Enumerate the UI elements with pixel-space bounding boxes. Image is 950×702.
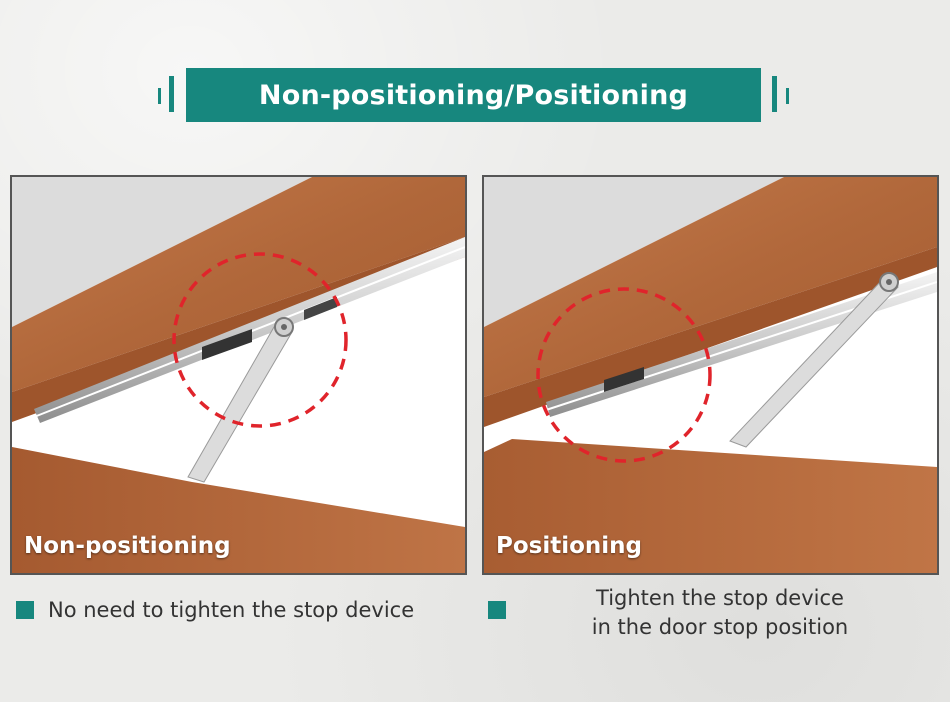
page-title: Non-positioning/Positioning — [258, 79, 689, 111]
title-banner: Non-positioning/Positioning — [186, 68, 761, 122]
panel-label-positioning: Positioning — [496, 533, 643, 559]
positioning-illustration — [484, 177, 937, 573]
arm-pivot-center — [281, 324, 287, 330]
panel-non-positioning: Non-positioning — [10, 175, 467, 575]
arm-pivot-center — [886, 279, 892, 285]
title-tick-right-tall — [772, 76, 777, 112]
title-tick-left-tall — [169, 76, 174, 112]
caption-bullet-left — [16, 601, 34, 619]
caption-positioning: Tighten the stop device in the door stop… — [560, 584, 880, 642]
caption-positioning-line-1: Tighten the stop device — [596, 586, 844, 610]
caption-positioning-line-2: in the door stop position — [591, 615, 849, 639]
door-leaf — [12, 447, 465, 573]
caption-bullet-right — [488, 601, 506, 619]
title-tick-right-short — [786, 88, 789, 104]
slider-block — [202, 329, 252, 360]
highlight-circle — [172, 252, 348, 428]
slider-block-right — [304, 297, 337, 320]
highlight-circle — [536, 287, 712, 463]
slider-block — [604, 367, 644, 392]
caption-non-positioning: No need to tighten the stop device — [48, 598, 415, 622]
panel-label-non-positioning: Non-positioning — [24, 533, 231, 559]
non-positioning-illustration — [12, 177, 465, 573]
title-tick-left-short — [158, 88, 161, 104]
slide-rail — [546, 272, 937, 417]
panel-positioning: Positioning — [482, 175, 939, 575]
door-frame-lower — [484, 247, 937, 427]
door-frame — [12, 177, 465, 392]
door-leaf — [484, 439, 937, 573]
door-frame — [484, 177, 937, 397]
